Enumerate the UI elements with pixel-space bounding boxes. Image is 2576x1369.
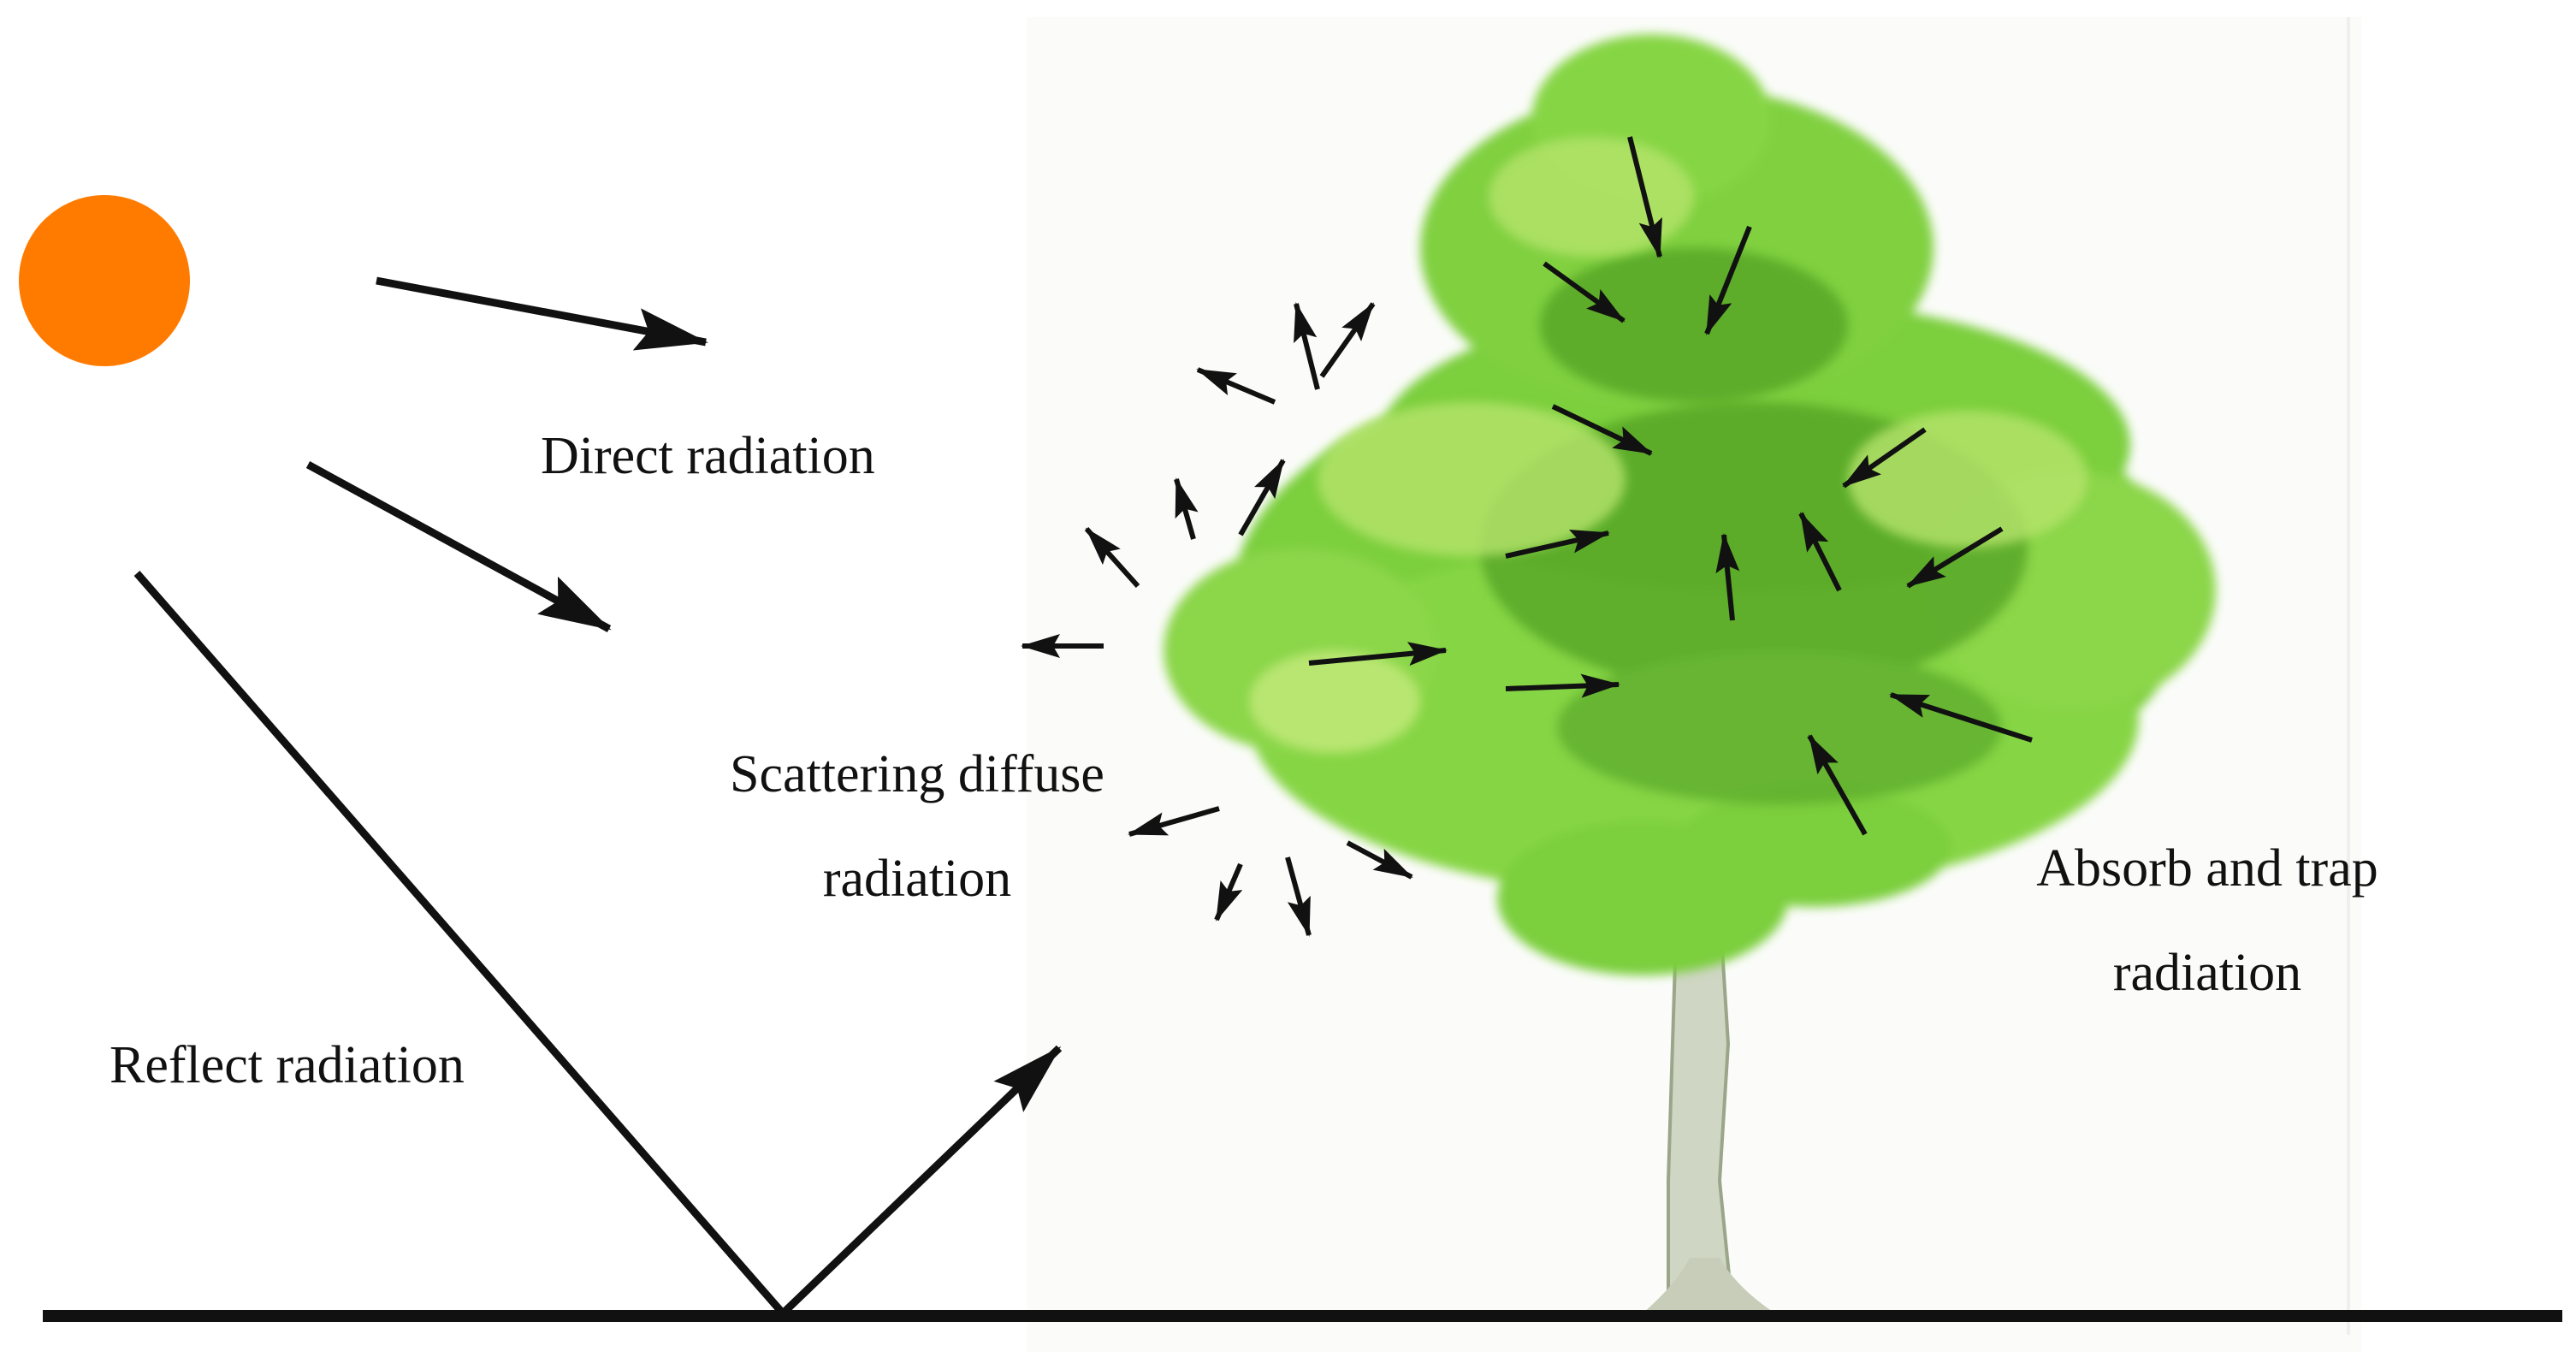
tree-highlights (1249, 137, 2087, 753)
absorb-arrow (1715, 533, 1740, 621)
absorb-arrow (1505, 673, 1620, 698)
scatter-arrow (1174, 477, 1199, 540)
absorb-arrows (1308, 136, 2033, 836)
tree-roots (1643, 1258, 1775, 1313)
absorb-arrow (1543, 261, 1626, 323)
absorb-arrow (1551, 404, 1653, 456)
scattering-diffuse-label-line1: Scattering diffuse (730, 745, 1104, 803)
absorb-arrow (1704, 225, 1752, 335)
scattering-diffuse-label-line2: radiation (822, 850, 1012, 908)
scatter-arrow (1084, 526, 1140, 589)
scatter-arrow (1346, 840, 1413, 880)
absorb-arrow (1842, 427, 1927, 489)
sun-icon (19, 195, 190, 366)
absorb-arrow (1889, 692, 2033, 743)
absorb-trap-label-line2: radiation (2112, 944, 2302, 1002)
absorb-arrow (1807, 734, 1868, 836)
tree-icon (1164, 34, 2216, 1313)
absorb-arrow (1505, 530, 1610, 559)
scatter-arrow (1196, 367, 1276, 405)
incident-ray (133, 571, 786, 1316)
direct-arrow-2 (305, 461, 612, 632)
direct-arrow-1 (376, 276, 708, 351)
direct-radiation-arrows (305, 276, 708, 632)
reflect-radiation-label: Reflect radiation (110, 1036, 465, 1094)
absorb-arrow (1308, 642, 1448, 667)
reflected-ray (779, 1045, 1063, 1317)
absorb-arrow (1906, 526, 2004, 589)
absorb-arrow (1627, 136, 1662, 258)
scatter-arrow (1238, 459, 1286, 536)
scatter-arrow (1214, 862, 1243, 922)
direct-radiation-label: Direct radiation (541, 427, 875, 485)
scatter-arrow (1128, 806, 1220, 837)
scatter-arrow (1285, 856, 1312, 937)
reflect-radiation-arrow (133, 571, 1063, 1317)
scatter-arrow (1319, 302, 1376, 378)
absorb-arrow (1798, 512, 1842, 592)
absorb-trap-label-line1: Absorb and trap (2036, 839, 2378, 898)
scatter-arrow (1294, 302, 1320, 390)
scatter-arrows (1021, 302, 1413, 937)
tree-shading (1480, 248, 2028, 804)
